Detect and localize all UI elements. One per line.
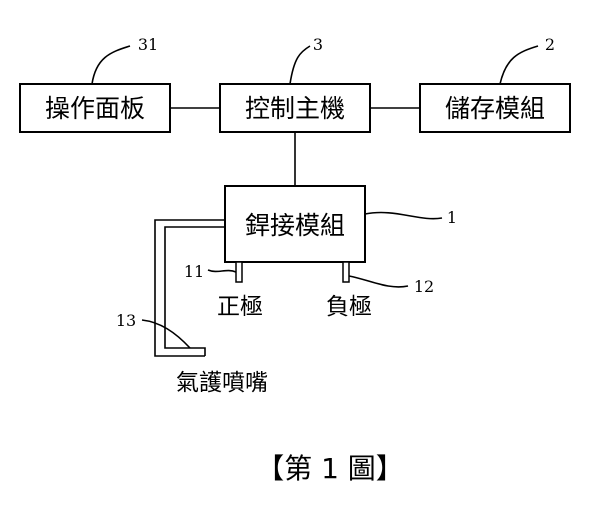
ref-3: 3 (313, 35, 323, 54)
control-host-label: 控制主機 (245, 94, 345, 123)
nozzle-outer-wall (154, 219, 225, 357)
ref-13: 13 (116, 311, 136, 330)
operation-panel-label: 操作面板 (45, 94, 145, 123)
negative-label: 負極 (326, 294, 372, 320)
leader-11 (207, 269, 237, 273)
leader-31 (91, 45, 131, 85)
welding-module-box (224, 185, 366, 263)
nozzle-label: 氣護噴嘴 (176, 370, 268, 396)
leader-3 (289, 45, 311, 85)
leader-2 (499, 45, 539, 85)
ref-2: 2 (545, 35, 555, 54)
positive-electrode (235, 261, 243, 283)
negative-electrode (342, 261, 350, 283)
ref-11: 11 (184, 262, 204, 281)
ref-12: 12 (414, 277, 434, 296)
figure-caption: 【第 1 圖】 (256, 452, 404, 485)
storage-module-label: 儲存模組 (445, 94, 545, 123)
control-host-box (219, 83, 371, 133)
ref-1: 1 (447, 208, 457, 227)
positive-label: 正極 (217, 294, 263, 320)
operation-panel-box (19, 83, 171, 133)
leader-12 (348, 275, 409, 288)
ref-31: 31 (138, 35, 158, 54)
welding-module-label: 銲接模組 (245, 211, 345, 240)
leader-1 (364, 211, 443, 220)
leader-13 (141, 319, 191, 349)
storage-module-box (419, 83, 571, 133)
nozzle-inner-wall (164, 226, 225, 356)
